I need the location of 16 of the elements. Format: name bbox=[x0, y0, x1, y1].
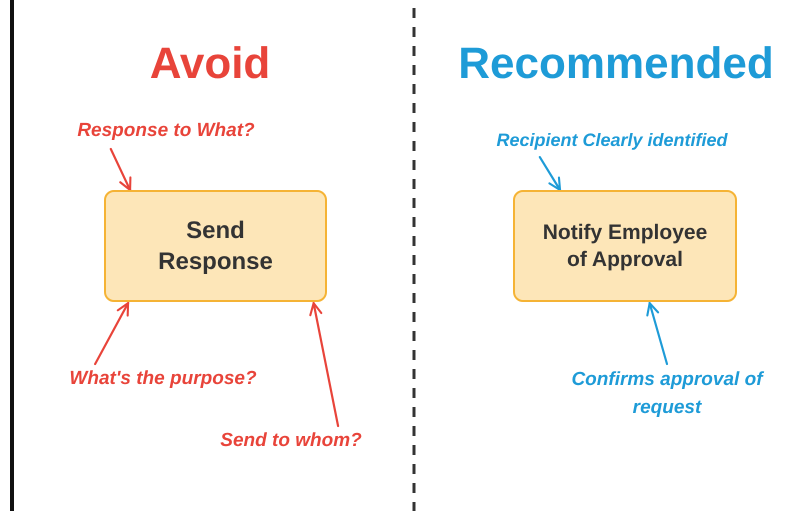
section-heading: Recommended bbox=[457, 38, 775, 90]
box-text: Notify Employee of Approval bbox=[542, 220, 708, 273]
annotation-text: Recipient Clearly identified bbox=[422, 125, 802, 155]
section-heading: Avoid bbox=[148, 38, 272, 90]
arrow bbox=[646, 302, 668, 366]
process-box bbox=[513, 190, 737, 302]
annotation-text: What's the purpose? bbox=[18, 364, 308, 394]
annotation-text: Send to whom? bbox=[184, 426, 398, 456]
box-text: Send Response bbox=[157, 216, 274, 277]
arrow bbox=[538, 156, 562, 192]
process-box bbox=[104, 190, 327, 302]
arrow bbox=[309, 302, 340, 428]
arrow bbox=[94, 302, 130, 366]
arrow bbox=[110, 148, 132, 192]
annotation-text: Confirms approval of request bbox=[536, 364, 798, 424]
annotation-text: Response to What? bbox=[28, 116, 304, 146]
